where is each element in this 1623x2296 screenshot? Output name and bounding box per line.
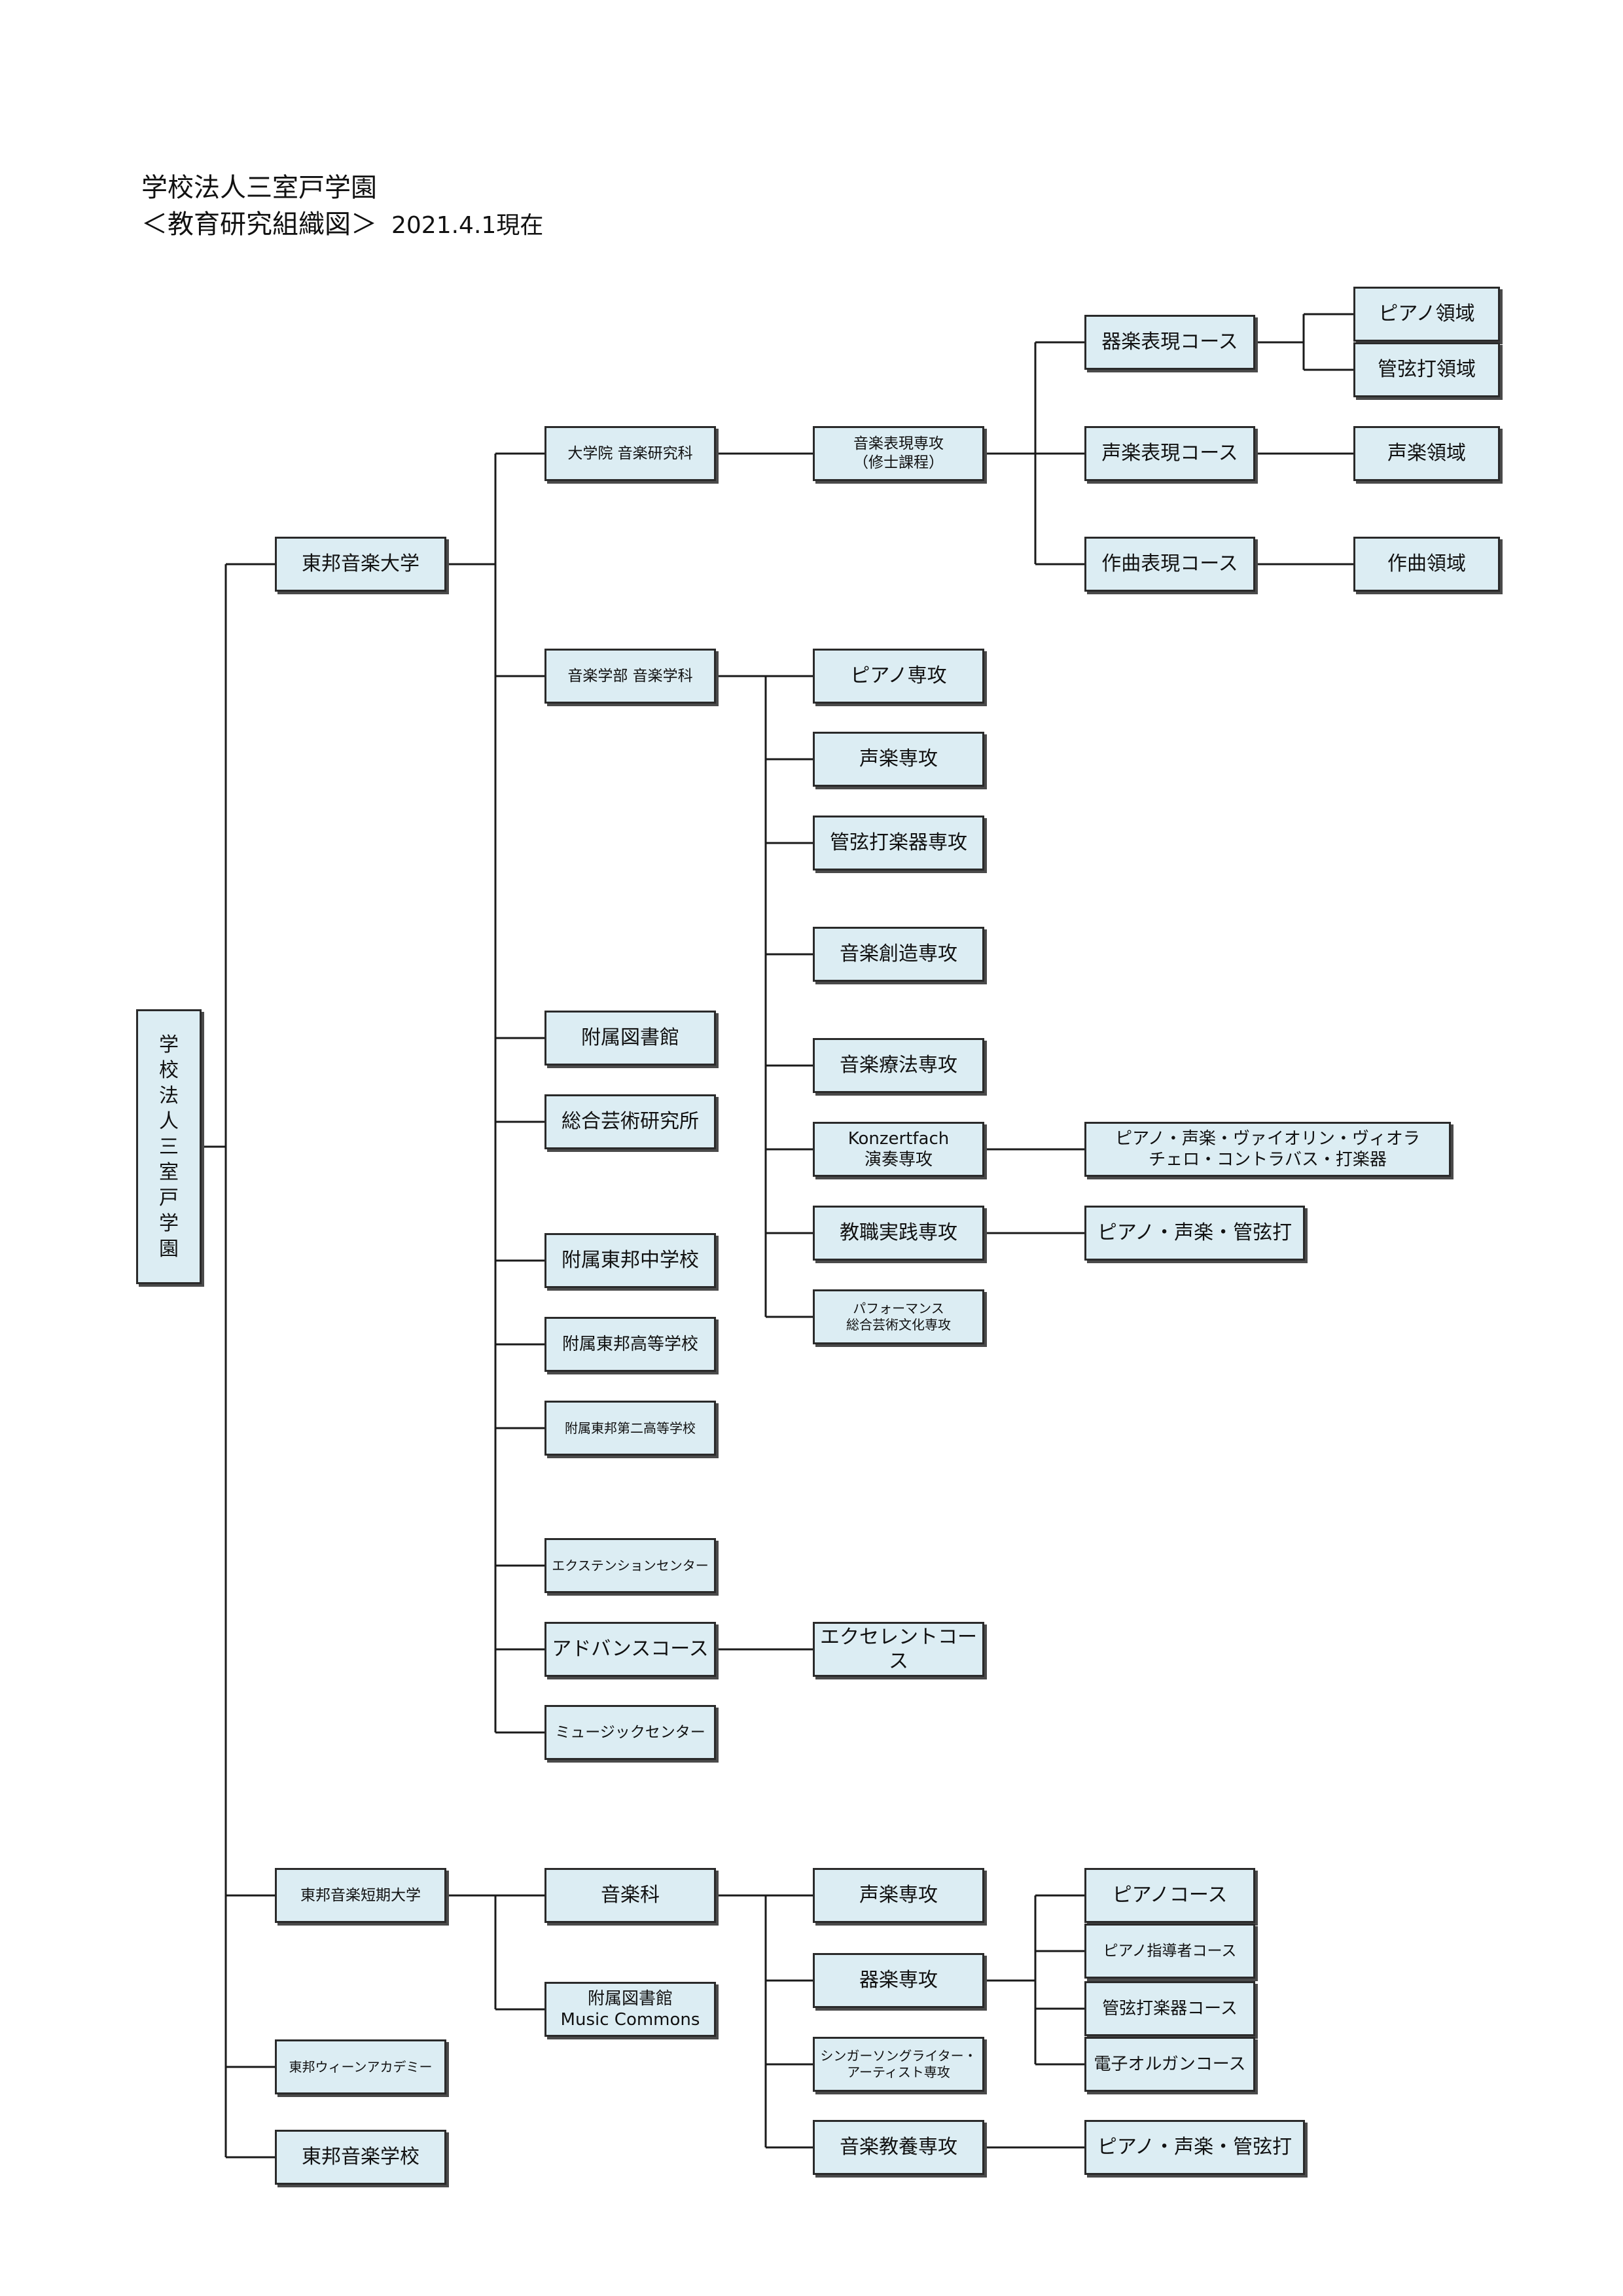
page-subtitle: ＜教育研究組織図＞ 2021.4.1現在 (141, 208, 543, 241)
node-extension-center: エクステンションセンター (544, 1538, 716, 1593)
node-comp-course: 作曲表現コース (1084, 537, 1255, 592)
chart-heading: ＜教育研究組織図＞ (141, 209, 377, 240)
node-vocal-course: 声楽表現コース (1084, 426, 1255, 481)
node-comp-area: 作曲領域 (1353, 537, 1500, 592)
node-teaching-major: 教職実践専攻 (813, 1206, 984, 1261)
node-library: 附属図書館 (544, 1011, 716, 1066)
as-of-date: 2021.4.1現在 (391, 212, 544, 239)
node-wind-area: 管弦打領域 (1353, 342, 1500, 397)
node-jc-vocal-major: 声楽専攻 (813, 1868, 984, 1923)
node-piano-major: ピアノ専攻 (813, 649, 984, 704)
node-high-school: 附属東邦高等学校 (544, 1317, 716, 1372)
node-konzertfach-detail: ピアノ・声楽・ヴァイオリン・ヴィオラ チェロ・コントラバス・打楽器 (1084, 1122, 1451, 1177)
node-jc-music: 音楽科 (544, 1868, 716, 1923)
node-jc-wind-course: 管弦打楽器コース (1084, 1981, 1255, 2036)
node-vienna-academy: 東邦ウィーンアカデミー (275, 2039, 446, 2094)
node-jc-singer-major: シンガーソングライター・ アーティスト専攻 (813, 2037, 984, 2092)
node-advanced-course: アドバンスコース (544, 1622, 716, 1677)
node-music-school: 東邦音楽学校 (275, 2130, 446, 2185)
node-jc-piano-teacher-course: ピアノ指導者コース (1084, 1924, 1255, 1979)
node-excellent-course: エクセレントコース (813, 1622, 984, 1677)
node-jc-liberal-detail: ピアノ・声楽・管弦打 (1084, 2120, 1305, 2175)
node-toho-univ: 東邦音楽大学 (275, 537, 446, 592)
node-arts-institute: 総合芸術研究所 (544, 1094, 716, 1149)
node-root: 学校法人三室戸学園 (136, 1009, 202, 1284)
node-junior-high: 附属東邦中学校 (544, 1233, 716, 1288)
node-wind-major: 管弦打楽器専攻 (813, 816, 984, 870)
node-jc-liberal-major: 音楽教養専攻 (813, 2120, 984, 2175)
node-konzertfach: Konzertfach 演奏専攻 (813, 1122, 984, 1177)
node-grad-major: 音楽表現専攻 （修士課程） (813, 426, 984, 481)
node-creation-major: 音楽創造専攻 (813, 927, 984, 982)
node-instr-course: 器楽表現コース (1084, 315, 1255, 370)
node-music-center: ミュージックセンター (544, 1705, 716, 1760)
node-faculty-music: 音楽学部 音楽学科 (544, 649, 716, 704)
node-vocal-area: 声楽領域 (1353, 426, 1500, 481)
node-vocal-major: 声楽専攻 (813, 732, 984, 787)
node-therapy-major: 音楽療法専攻 (813, 1038, 984, 1093)
node-performance-major: パフォーマンス 総合芸術文化専攻 (813, 1289, 984, 1344)
node-jc-piano-course: ピアノコース (1084, 1868, 1255, 1923)
node-jc-organ-course: 電子オルガンコース (1084, 2037, 1255, 2092)
node-jc-library: 附属図書館 Music Commons (544, 1982, 716, 2037)
node-piano-area: ピアノ領域 (1353, 287, 1500, 342)
node-teaching-detail: ピアノ・声楽・管弦打 (1084, 1206, 1305, 1261)
node-jc-instr-major: 器楽専攻 (813, 1953, 984, 2008)
node-junior-college: 東邦音楽短期大学 (275, 1868, 446, 1923)
node-high-school-2: 附属東邦第二高等学校 (544, 1401, 716, 1456)
page-title: 学校法人三室戸学園 (141, 173, 377, 203)
node-grad-school: 大学院 音楽研究科 (544, 426, 716, 481)
